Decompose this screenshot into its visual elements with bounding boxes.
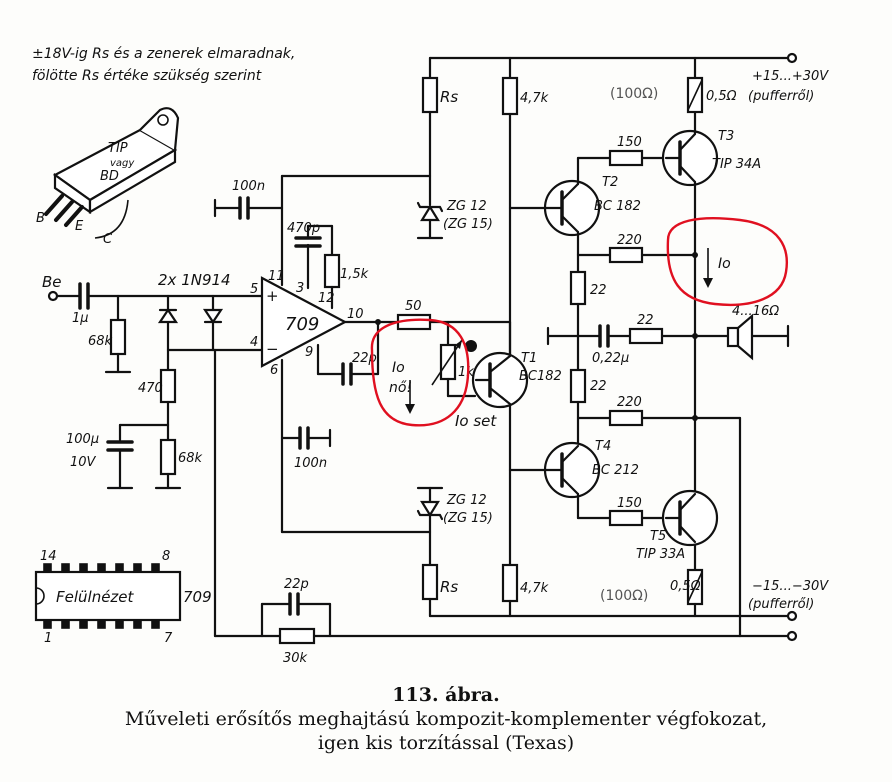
opamp-plus: +: [266, 287, 279, 305]
r-4-7k-top-label: 4,7k: [520, 91, 549, 106]
supply-neg-label: −15...−30V: [752, 579, 829, 594]
note-line-1: ±18V-ig Rs és a zenerek elmaradnak,: [32, 46, 296, 62]
c-470p-label: 470p: [287, 221, 320, 236]
io-set-label: Io set: [455, 412, 497, 430]
dip-pin8-label: 8: [162, 549, 170, 564]
r-220-bottom-label: 220: [617, 395, 642, 410]
input-cap-label: 1μ: [72, 311, 89, 326]
zener-top-alt-label: (ZG 15): [443, 217, 493, 232]
package-text-tip: TIP: [108, 141, 128, 156]
pin3-label: 3: [296, 281, 304, 296]
topview-label: Felülnézet: [56, 588, 135, 606]
t4-type-label: BC 212: [592, 463, 639, 478]
r-22-bottom-label: 22: [590, 379, 607, 394]
opamp-minus: −: [266, 340, 279, 358]
r-68k-1-label: 68k: [88, 334, 113, 349]
package-pin-b: B: [36, 211, 45, 226]
opamp-709: 709 + − 5 4 11 3 12 9 6 10 100n 470p 1,5…: [213, 174, 432, 534]
r-4-7k-bottom-label: 4,7k: [520, 581, 549, 596]
input-label: Be: [42, 273, 62, 291]
pin12-label: 12: [318, 291, 335, 306]
t5-type-label: TIP 33A: [636, 547, 685, 562]
zener-bottom-alt-label: (ZG 15): [443, 511, 493, 526]
t1-label: T1: [521, 351, 537, 366]
pin5-label: 5: [250, 282, 258, 297]
pin11-label: 11: [268, 269, 285, 284]
pin9-label: 9: [305, 345, 313, 360]
rs-bottom-label: Rs: [440, 578, 458, 596]
supply-pos-note: (pufferről): [748, 89, 814, 104]
opamp-label: 709: [285, 314, 319, 335]
r-470-label: 470: [138, 381, 163, 396]
c-22p-small-label: 22p: [352, 351, 377, 366]
r-150-top-label: 150: [617, 135, 642, 150]
figure-caption-line-1: Műveleti erősítős meghajtású kompozit-ko…: [124, 708, 768, 730]
io-no-text: nő!: [389, 380, 412, 396]
t2-label: T2: [602, 175, 618, 190]
r-150-bottom-label: 150: [617, 496, 642, 511]
handwritten-top: (100Ω): [610, 86, 658, 102]
io-no-label: Io: [392, 360, 405, 376]
package-pin-c: C: [103, 232, 113, 247]
t3-label: T3: [718, 129, 734, 144]
feedback-network: 22p 30k: [260, 577, 332, 666]
diodes-label: 2x 1N914: [158, 271, 231, 289]
r-1-5k-label: 1,5k: [340, 267, 369, 282]
supply-pos-label: +15...+30V: [752, 69, 829, 84]
red-circle-io: [666, 217, 788, 306]
t4-label: T4: [595, 439, 611, 454]
r-68k-2-label: 68k: [178, 451, 203, 466]
zener-bottom-label: ZG 12: [446, 493, 487, 508]
driver-stage: 4,7k 50 1k Io set T1 BC182 4,7k: [396, 56, 562, 618]
pin4-label: 4: [250, 335, 258, 350]
c-22p-fb-label: 22p: [284, 577, 309, 592]
t1-type-label: BC182: [519, 369, 562, 384]
r-50-label: 50: [405, 299, 422, 314]
package-text-vagy: vagy: [110, 158, 135, 169]
c-100n-bottom-label: 100n: [294, 456, 327, 471]
pin6-label: 6: [270, 363, 278, 378]
r-22-out-label: 22: [637, 313, 654, 328]
dip-pin1-label: 1: [44, 631, 52, 646]
dip-pin14-label: 14: [40, 549, 57, 564]
r-30k-label: 30k: [283, 651, 308, 666]
handwritten-bottom: (100Ω): [600, 588, 648, 604]
r-1k-label: 1k: [458, 365, 474, 380]
r-22-top-label: 22: [590, 283, 607, 298]
dip-pin7-label: 7: [164, 631, 173, 646]
r-0-5-top-label: 0,5Ω: [706, 89, 737, 104]
package-pin-e: E: [75, 219, 84, 234]
note-line-2: fölötte Rs értéke szükség szerint: [32, 68, 262, 84]
c-100u-voltage-label: 10V: [70, 455, 97, 470]
red-annotations: Io nő! Io: [370, 217, 788, 427]
pin10-label: 10: [347, 307, 364, 322]
red-circle-io-set: [370, 318, 470, 427]
t5-label: T5: [650, 529, 666, 544]
supply-neg-note: (pufferről): [748, 597, 814, 612]
c-0-22u-label: 0,22μ: [592, 351, 629, 366]
rs-top-label: Rs: [440, 88, 458, 106]
t2-type-label: BC 182: [594, 199, 641, 214]
r-220-top-label: 220: [617, 233, 642, 248]
figure-number: 113. ábra.: [392, 684, 500, 706]
c-100u-label: 100μ: [66, 432, 99, 447]
zener-top-label: ZG 12: [446, 199, 487, 214]
output-stage: T2 BC 182 150 T3 TIP 34A 0,5Ω (100Ω) 220…: [213, 52, 829, 642]
r-0-5-bottom-label: 0,5Ω: [670, 579, 701, 594]
zener-bias: Rs ZG 12 (ZG 15) ZG 12 (ZG 15) Rs: [416, 56, 792, 618]
supply-pos-terminal: [786, 52, 798, 64]
package-text-bd: BD: [100, 169, 119, 184]
dip-name-label: 709: [183, 588, 212, 606]
figure-caption-line-2: igen kis torzítással (Texas): [317, 732, 575, 754]
input-network: Be 1μ 68k 2x 1N914 470 100μ 10V: [42, 271, 264, 490]
speaker-label: 4...16Ω: [732, 304, 779, 319]
transistor-package-drawing: TIP vagy BD B E C: [36, 107, 180, 247]
dip-top-view: Felülnézet 709 14 8 1 7: [34, 549, 212, 646]
c-100n-top-label: 100n: [232, 179, 265, 194]
io-label: Io: [718, 256, 731, 272]
t3-type-label: TIP 34A: [712, 157, 761, 172]
supply-neg-terminal: [786, 610, 798, 622]
